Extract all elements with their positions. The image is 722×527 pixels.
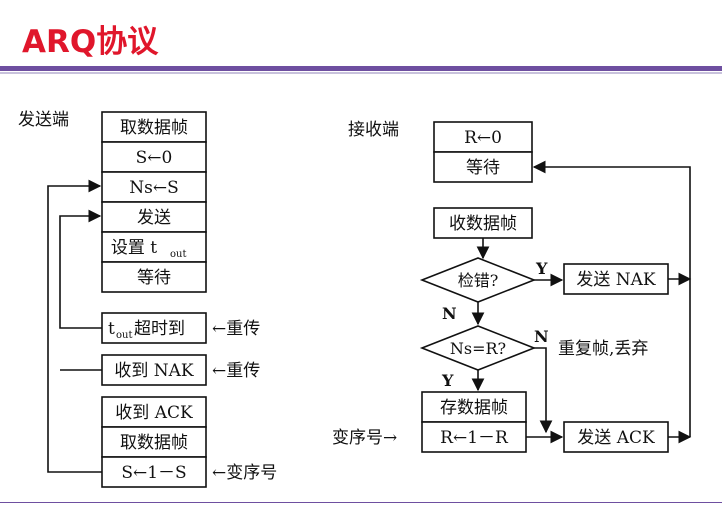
sender-step-fetch: 取数据帧 [120, 118, 188, 138]
sender-step-send: 发送 [137, 208, 171, 228]
sender-event-nak: 收到 NAK ←重传 [101, 354, 260, 386]
receiver-wait-box [433, 151, 533, 183]
ack-toggle-s: S←1－S [121, 463, 186, 483]
timeout-t: t [108, 319, 115, 339]
receiver-loops [532, 160, 692, 444]
footer-rule [0, 502, 722, 503]
ack-received: 收到 ACK [115, 403, 193, 423]
nak-text: 收到 NAK [114, 361, 194, 381]
store-text: 存数据帧 [440, 398, 508, 418]
sender-step-box [101, 111, 207, 143]
sender-event-timeout: t out 超时到 ←重传 [101, 312, 260, 344]
update-r-text: R←1－R [440, 428, 509, 448]
send-nak-text: 发送 NAK [576, 270, 656, 290]
sender-label: 发送端 [18, 110, 69, 130]
update-r-box [421, 421, 527, 453]
send-nak-box [563, 263, 669, 295]
duplicate-text: 重复帧,丢弃 [558, 339, 648, 359]
sender-step-box [101, 201, 207, 233]
sender-step-wait: 等待 [137, 268, 171, 288]
timeout-text: 超时到 [134, 319, 185, 339]
seq-yes-label: Y [441, 371, 454, 390]
check-seq-text: Ns=R? [450, 339, 506, 358]
slide-title: ARQ协议 [22, 24, 159, 60]
timeout-note: ←重传 [212, 319, 260, 339]
receiver-wait: 等待 [466, 158, 500, 178]
timeout-sub: out [116, 330, 132, 341]
sender-timer-subscript: out [170, 249, 186, 260]
sender-steps: 取数据帧 S←0 Ns←S 发送 设置 t out 等待 [101, 111, 207, 293]
sender-step-set-ns: Ns←S [129, 178, 179, 198]
sender-step-box [101, 261, 207, 293]
sender-step-set-timer: 设置 t [111, 238, 157, 258]
title-rule-shadow [0, 72, 722, 74]
seq-no-label: N [534, 327, 549, 346]
receiver-init: R←0 [464, 128, 502, 148]
nak-note: ←重传 [212, 361, 260, 381]
update-note: 变序号→ [332, 428, 397, 448]
ack-note: ←变序号 [212, 463, 277, 483]
check-error-text: 检错? [458, 271, 499, 290]
flowchart-svg: 发送端 取数据帧 S←0 Ns←S 发送 设置 t out 等待 t out [18, 110, 692, 488]
arq-flowchart: 发送端 取数据帧 S←0 Ns←S 发送 设置 t out 等待 t out [10, 92, 712, 496]
send-ack-text: 发送 ACK [577, 428, 655, 448]
receive-box [433, 207, 533, 239]
error-yes-label: Y [535, 259, 548, 278]
error-no-label: N [442, 304, 457, 323]
sender-ack-steps: 收到 ACK 取数据帧 S←1－S ←变序号 [101, 396, 277, 488]
sender-step-init-s: S←0 [136, 148, 173, 168]
receiver-label: 接收端 [348, 120, 399, 140]
sender-loops [47, 179, 102, 473]
receiver-init-box [433, 121, 533, 153]
receive-frame: 收数据帧 [449, 214, 517, 234]
title-rule [0, 66, 722, 71]
send-ack-box [563, 421, 669, 453]
ack-fetch: 取数据帧 [120, 433, 188, 453]
